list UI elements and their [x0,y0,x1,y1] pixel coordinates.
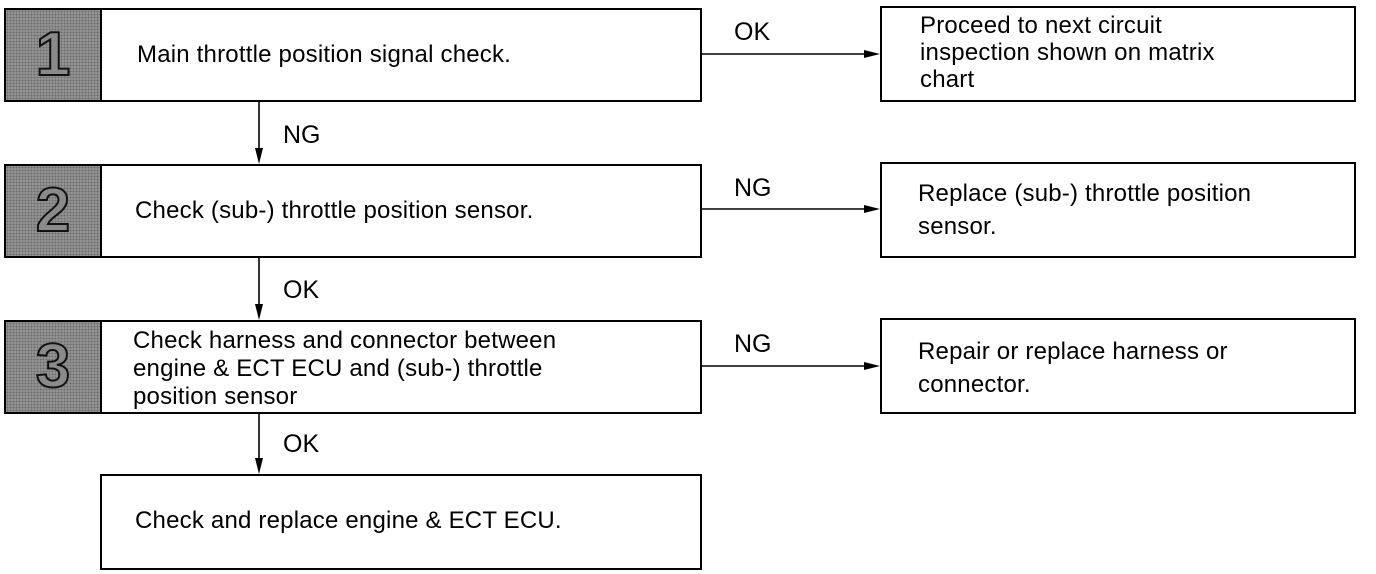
step-3-box: Check harness and connector between engi… [100,320,702,414]
step-2-text: Check (sub-) throttle position sensor. [135,197,534,224]
step-1-text: Main throttle position signal check. [137,41,512,68]
edge-2-label: NG [734,174,772,202]
step-2-number: 2 [35,176,72,245]
edge-v3-ok-arrow [255,458,263,474]
step-2-number-badge: 2 [4,164,102,258]
edge-3-ng-arrow [864,362,880,370]
final-step-box: Check and replace engine & ECT ECU. [100,474,702,570]
edge-v3-label: OK [283,430,320,458]
result-2-text: Replace (sub-) throttle position sensor. [918,180,1252,240]
edge-v1-label: NG [283,121,321,149]
edge-1-ok-arrow [864,50,880,58]
step-1-box: Main throttle position signal check. [100,8,702,102]
step-2-box: Check (sub-) throttle position sensor. [100,164,702,258]
edge-v2-label: OK [283,276,320,304]
step-1-number: 1 [35,20,72,89]
result-box-2: Replace (sub-) throttle position sensor. [880,162,1356,258]
final-step-text: Check and replace engine & ECT ECU. [135,507,562,534]
edge-1-label: OK [734,18,771,46]
result-3-text: Repair or replace harness or connector. [918,338,1228,398]
edge-v1-ng-arrow [255,148,263,164]
step-3-text: Check harness and connector between engi… [133,327,557,410]
edge-3-label: NG [734,330,772,358]
edge-v2-ok-arrow [255,304,263,320]
step-3-number-badge: 3 [4,320,102,414]
step-3-number: 3 [35,332,72,401]
result-1-text: Proceed to next circuit inspection shown… [920,12,1215,93]
step-1-number-badge: 1 [4,8,102,102]
result-box-1: Proceed to next circuit inspection shown… [880,6,1356,102]
result-box-3: Repair or replace harness or connector. [880,318,1356,414]
edge-2-ng-arrow [864,205,880,213]
